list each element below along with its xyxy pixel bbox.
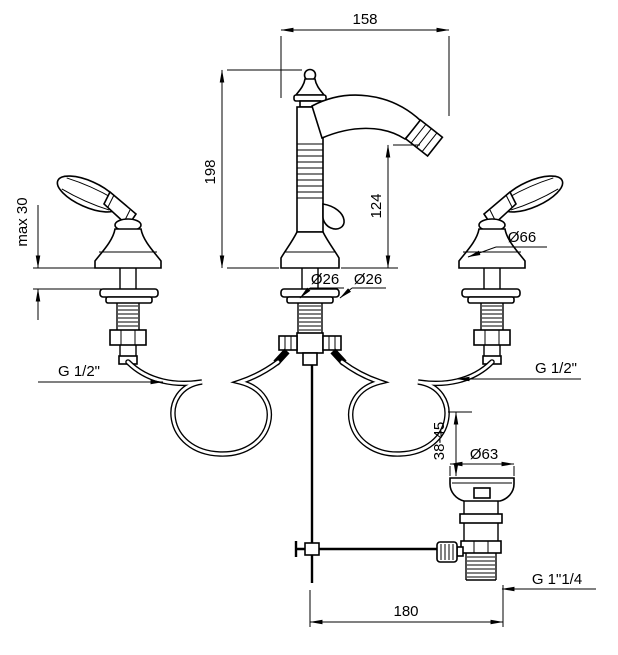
dim-handle-diameter: Ø66 [467,229,547,258]
dim-spout-height: 198 [202,69,302,269]
dim-label-spout-height: 198 [202,159,219,184]
popup-rod-drawing [294,365,437,583]
dim-inlet-thread-left: G 1/2" [38,363,164,385]
dim-label-escutcheon-center: Ø26 [354,271,382,288]
rod-clamp [304,542,320,556]
dim-label-max-deck: max 30 [14,197,31,246]
left-valve-bell [94,228,162,269]
aerator-drawing [404,118,444,158]
dim-label-escutcheon-left: Ø26 [311,271,339,288]
dim-escutcheon-center: Ø26 [339,271,386,299]
dim-escutcheon-left: Ø26 [299,271,344,299]
dim-label-drain-height-range: 38-45 [431,422,448,460]
popup-knob-drawing [322,203,345,230]
center-faucet-drawing [273,68,444,366]
left-valve-drawing [56,175,162,365]
dim-max-deck: max 30 [14,197,102,320]
drain-threaded-tail [465,553,497,581]
dim-label-spout-reach: 158 [352,11,377,28]
left-valve-shank [109,303,147,365]
drain-adjuster-knob [436,541,458,563]
dim-inlet-thread-right: G 1/2" [456,360,581,382]
dim-drain-thread: G 1"1/4 [501,571,596,592]
dim-aerator-height: 124 [341,144,420,269]
drain-slot [473,487,491,499]
drain-nut [460,540,502,554]
dim-label-drain-thread: G 1"1/4 [532,571,582,588]
faucet-base-drawing [280,231,340,289]
right-valve-shank [473,303,511,365]
spout-drawing [311,94,423,141]
dim-label-drain-flange-diameter: Ø63 [470,446,498,463]
dim-label-inlet-thread-left: G 1/2" [58,363,100,380]
dim-spout-reach: 158 [280,11,450,116]
finial-drawing [293,68,327,108]
center-escutcheon-drawing [280,288,340,304]
dim-label-handle-diameter: Ø66 [508,229,536,246]
dim-label-drain-offset: 180 [393,603,418,620]
flexible-hoses-drawing [125,359,495,457]
right-escutcheon-drawing [461,288,521,304]
drain-waste-drawing [436,477,515,581]
dim-drain-flange-diameter: Ø63 [449,446,515,476]
tee-fitting-drawing [273,332,347,366]
center-shank-drawing [297,303,323,333]
dim-label-aerator-height: 124 [368,193,385,218]
dim-drain-height-range: 38-45 [431,411,472,477]
dim-drain-offset: 180 [309,585,504,627]
dim-label-inlet-thread-right: G 1/2" [535,360,577,377]
right-valve-drawing [458,175,564,365]
left-escutcheon-drawing [99,288,159,304]
drain-collar [459,513,503,524]
